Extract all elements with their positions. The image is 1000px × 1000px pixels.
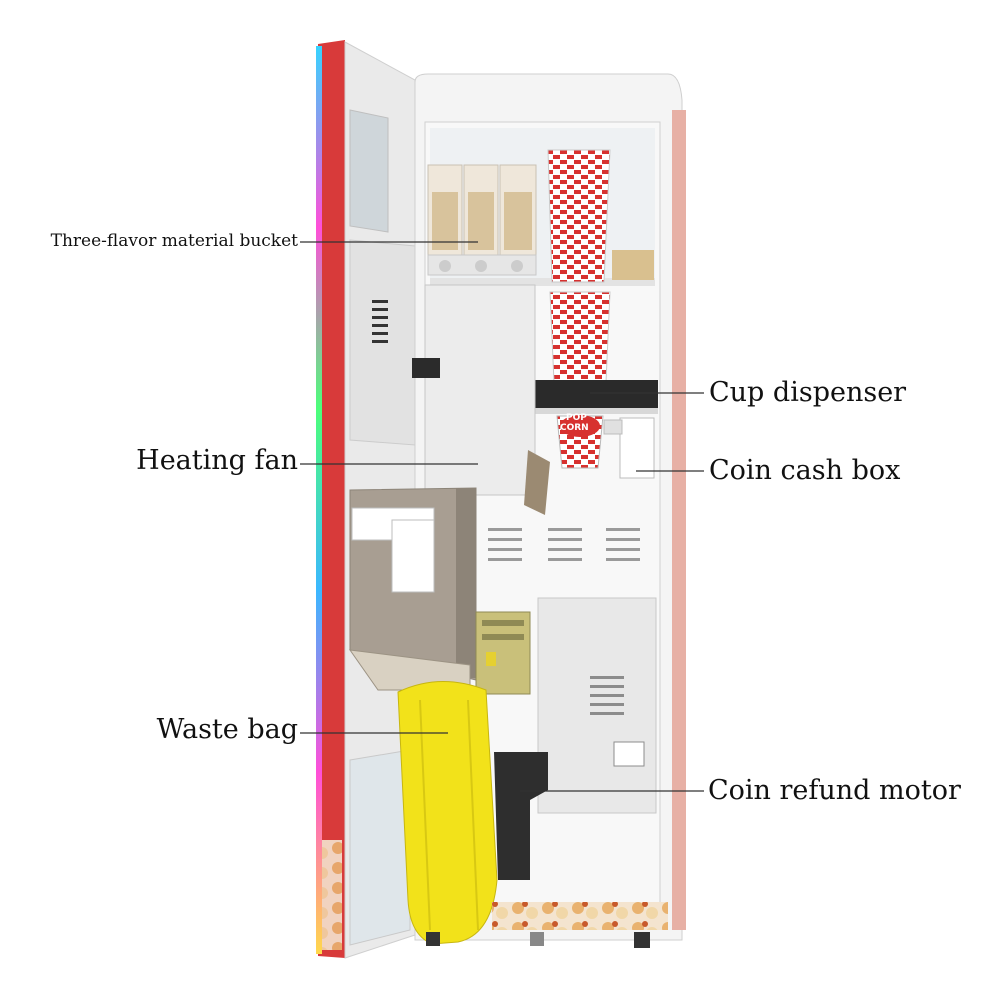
steel-chamber [348, 487, 477, 691]
material-buckets [427, 164, 537, 276]
coin-refund-bin [494, 752, 548, 880]
cabinet-base [426, 902, 668, 948]
waste-bag-unit [397, 681, 498, 945]
leader-lines [300, 241, 704, 792]
control-panel [537, 597, 657, 814]
power-supply-board [475, 611, 531, 695]
cup-stack [547, 149, 654, 383]
label-coin-refund-motor: Coin refund motor [708, 775, 961, 806]
label-coin-cash-box: Coin cash box [709, 455, 901, 486]
label-cup-dispenser: Cup dispenser [709, 377, 907, 408]
label-heating-fan: Heating fan [136, 445, 298, 476]
label-waste-bag: Waste bag [156, 714, 298, 745]
popcorn-cup [556, 415, 604, 469]
cup-text-corn: CORN [560, 423, 589, 433]
back-panel-vents [488, 528, 640, 561]
heating-fan-unit [412, 284, 550, 515]
label-material-bucket: Three-flavor material bucket [50, 231, 298, 251]
cup-dispenser-unit [518, 380, 658, 414]
cup-text-pop: POP [566, 413, 587, 423]
coin-cash-box-unit [603, 417, 655, 479]
